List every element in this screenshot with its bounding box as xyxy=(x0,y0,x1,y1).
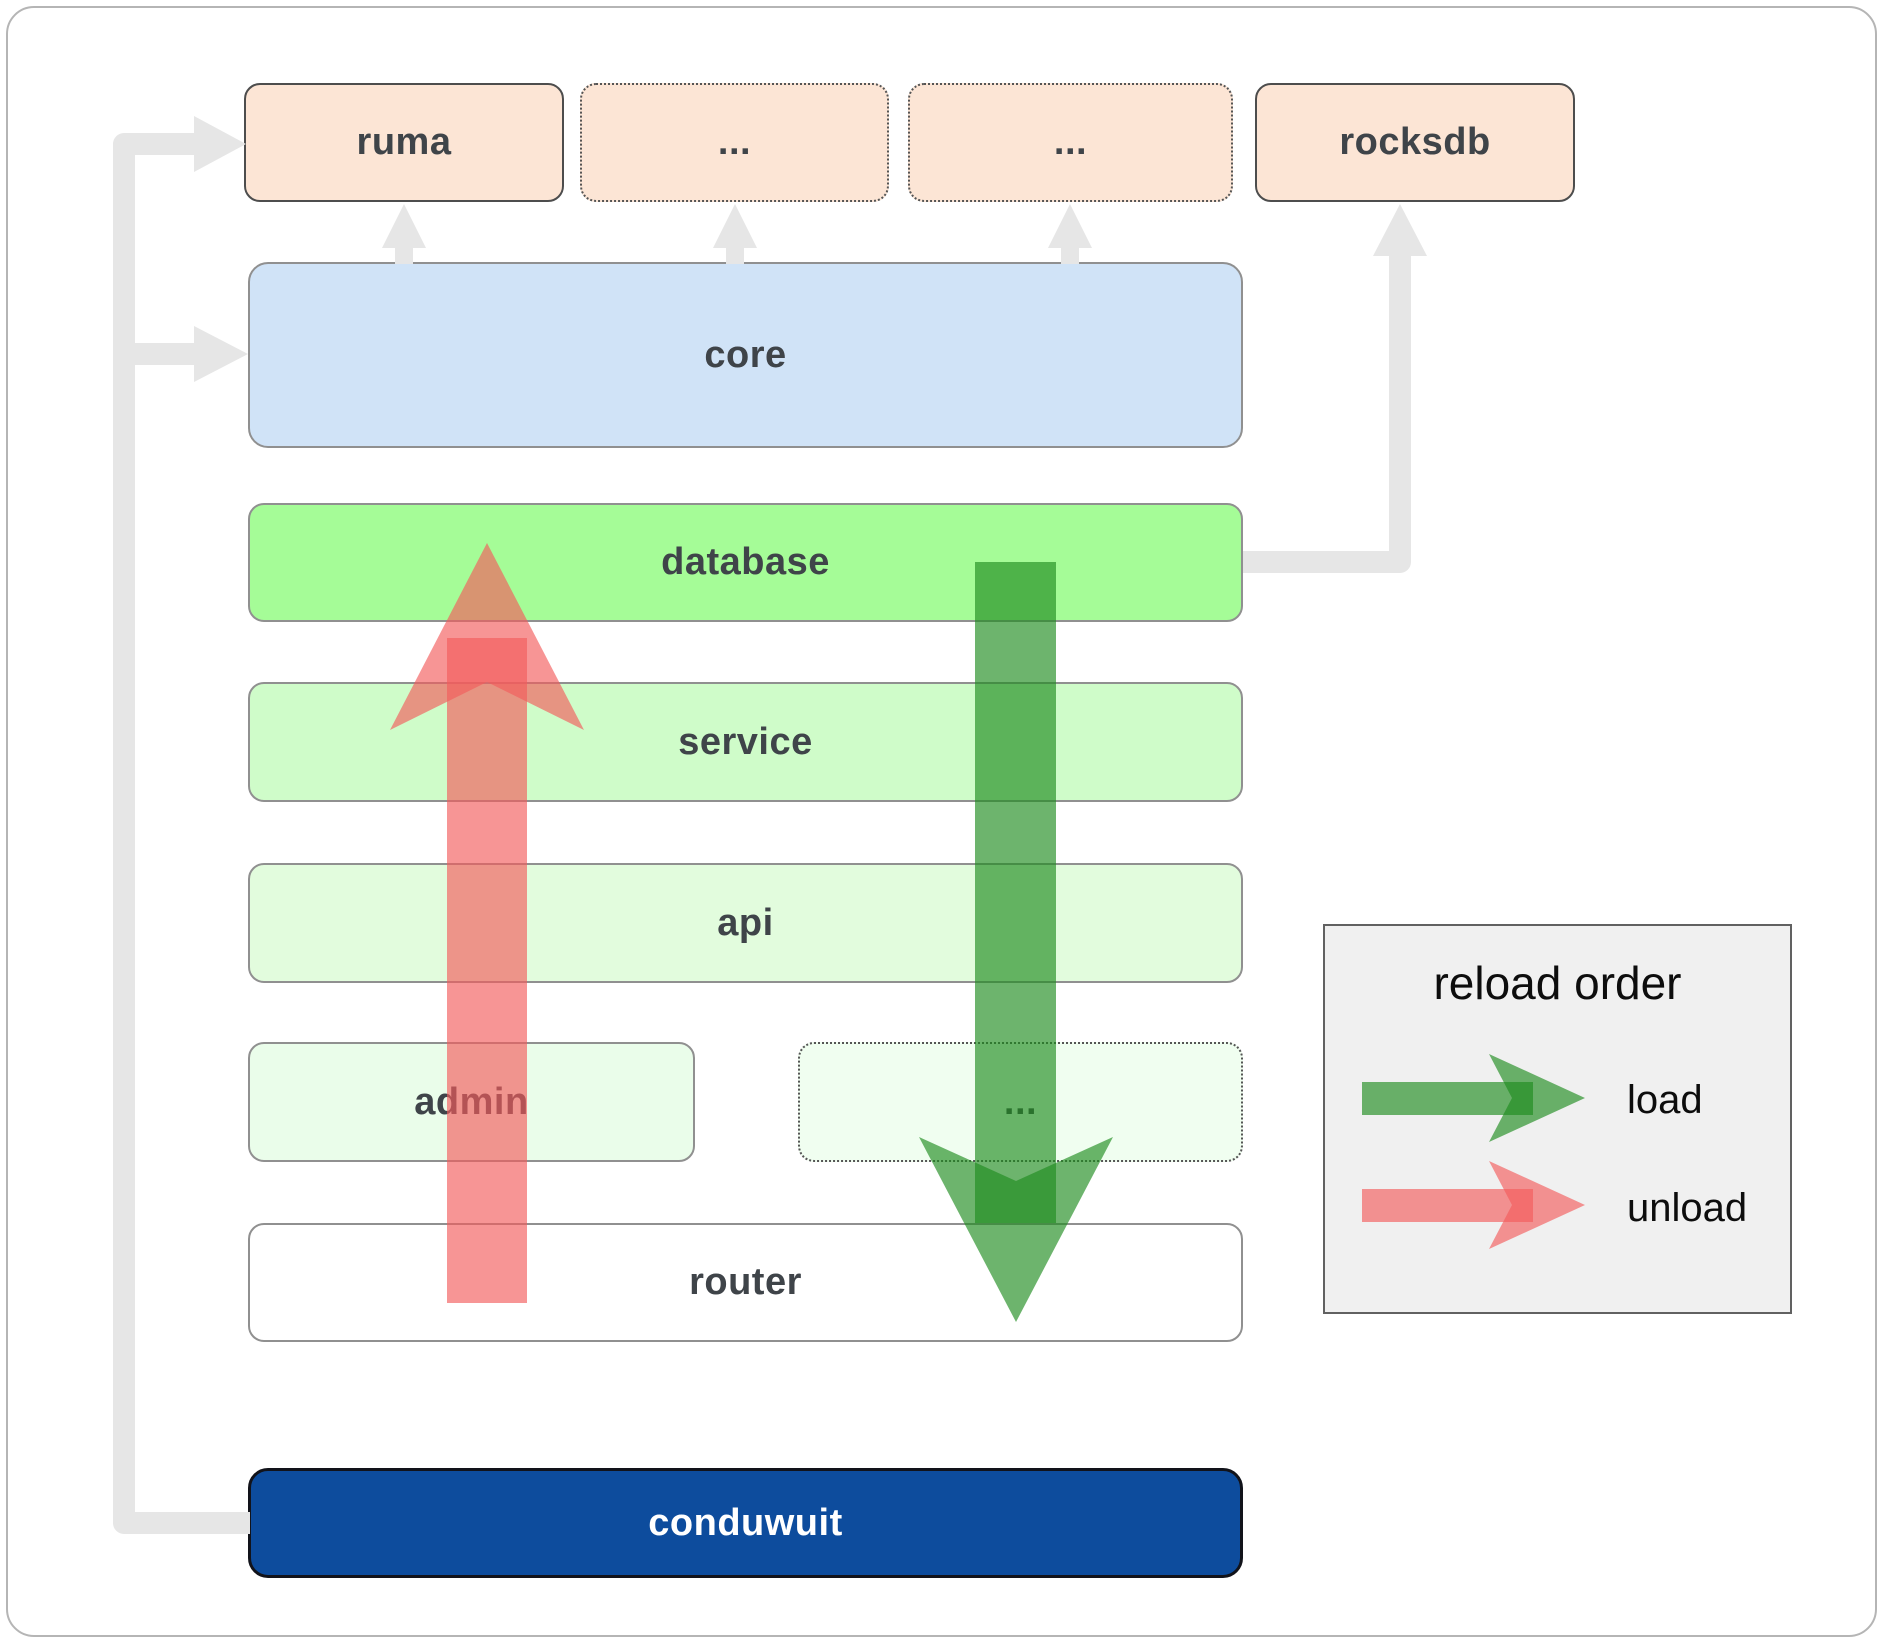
arrowhead-into-core xyxy=(194,326,248,382)
node-service: service xyxy=(248,682,1243,802)
node-api: api xyxy=(248,863,1243,983)
node-router: router xyxy=(248,1223,1243,1342)
connector-database-to-rocksdb xyxy=(1243,204,1427,573)
legend-unload-label: unload xyxy=(1627,1186,1748,1230)
node-ellipsis-2: ... xyxy=(908,83,1233,202)
legend-load-label: load xyxy=(1627,1078,1703,1122)
arrowhead-into-rocksdb xyxy=(1373,204,1427,256)
node-admin-label: admin xyxy=(414,1080,529,1123)
arrowhead-core-to-ruma xyxy=(382,204,426,248)
connector-core-to-ellipsis-2 xyxy=(1061,244,1079,264)
node-ellipsis-1-label: ... xyxy=(717,121,752,163)
arrowhead-core-to-ellipsis-2 xyxy=(1048,204,1092,248)
connector-core-to-ruma xyxy=(395,244,413,264)
outer-frame xyxy=(6,6,1877,1637)
node-database: database xyxy=(248,503,1243,622)
node-ellipsis-3-label: ... xyxy=(1003,1080,1038,1123)
node-rocksdb-label: rocksdb xyxy=(1339,121,1491,163)
node-router-label: router xyxy=(689,1261,802,1303)
node-service-label: service xyxy=(678,720,813,763)
node-api-label: api xyxy=(717,901,774,944)
legend-reload-order: reload order load unload xyxy=(1323,924,1792,1314)
node-core: core xyxy=(248,262,1243,448)
node-ellipsis-2-label: ... xyxy=(1053,121,1088,163)
connector-conduwuit-to-ruma xyxy=(113,116,250,1534)
legend-title: reload order xyxy=(1433,957,1682,1009)
node-ruma: ruma xyxy=(244,83,564,202)
arrowhead-into-ruma xyxy=(194,116,246,172)
node-core-label: core xyxy=(704,333,787,376)
connectors-core-to-top-row xyxy=(382,204,1092,264)
arrowhead-core-to-ellipsis-1 xyxy=(713,204,757,248)
node-ellipsis-1: ... xyxy=(580,83,889,202)
node-conduwuit: conduwuit xyxy=(248,1468,1243,1578)
node-admin: admin xyxy=(248,1042,695,1162)
connector-core-to-ellipsis-1 xyxy=(726,244,744,264)
node-rocksdb: rocksdb xyxy=(1255,83,1575,202)
node-conduwuit-label: conduwuit xyxy=(648,1501,843,1544)
node-ruma-label: ruma xyxy=(356,121,452,163)
node-database-label: database xyxy=(661,541,830,583)
node-ellipsis-3: ... xyxy=(798,1042,1243,1162)
